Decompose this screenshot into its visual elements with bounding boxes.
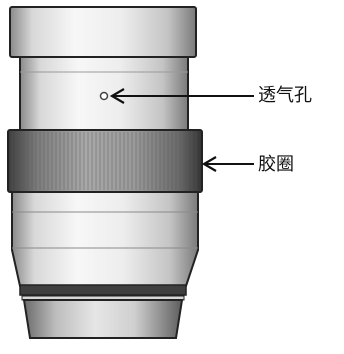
vent-hole-arrow bbox=[109, 88, 254, 104]
vent-hole-label: 透气孔 bbox=[258, 85, 312, 106]
rubber-band-label: 胶圈 bbox=[258, 154, 294, 175]
lens-dark-ring bbox=[19, 284, 187, 296]
vent-hole bbox=[99, 91, 109, 101]
rubber-band bbox=[7, 129, 203, 193]
rubber-band-texture bbox=[11, 132, 197, 190]
rubber-band-arrow bbox=[201, 156, 254, 172]
lens-bottom-tip bbox=[22, 299, 184, 339]
lens-top-cap bbox=[9, 6, 197, 58]
lens-lower-body bbox=[11, 191, 199, 287]
